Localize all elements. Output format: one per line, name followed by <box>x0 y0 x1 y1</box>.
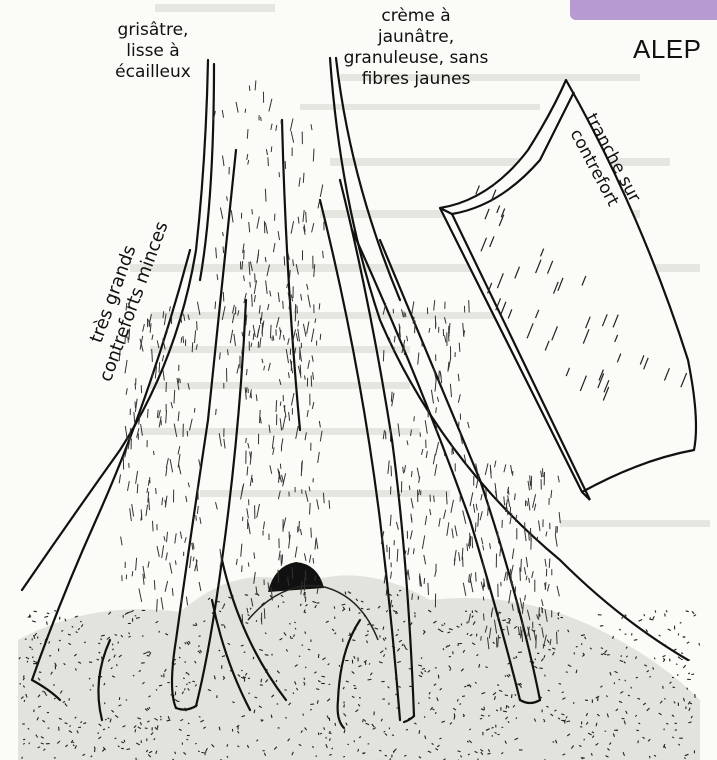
bark-label: grisâtre, lisse à écailleux <box>100 20 206 83</box>
slash-label-line-1: crème à <box>336 6 496 27</box>
bark-label-line-3: écailleux <box>100 62 206 83</box>
bark-label-line-2: lisse à <box>100 41 206 62</box>
slash-label-line-2: jaunâtre, <box>336 27 496 48</box>
slash-label-line-3: granuleuse, sans <box>336 48 496 69</box>
slash-label: crème à jaunâtre, granuleuse, sans fibre… <box>336 6 496 90</box>
bark-label-line-1: grisâtre, <box>100 20 206 41</box>
slash-label-line-4: fibres jaunes <box>336 69 496 90</box>
leaf-litter <box>18 575 700 760</box>
